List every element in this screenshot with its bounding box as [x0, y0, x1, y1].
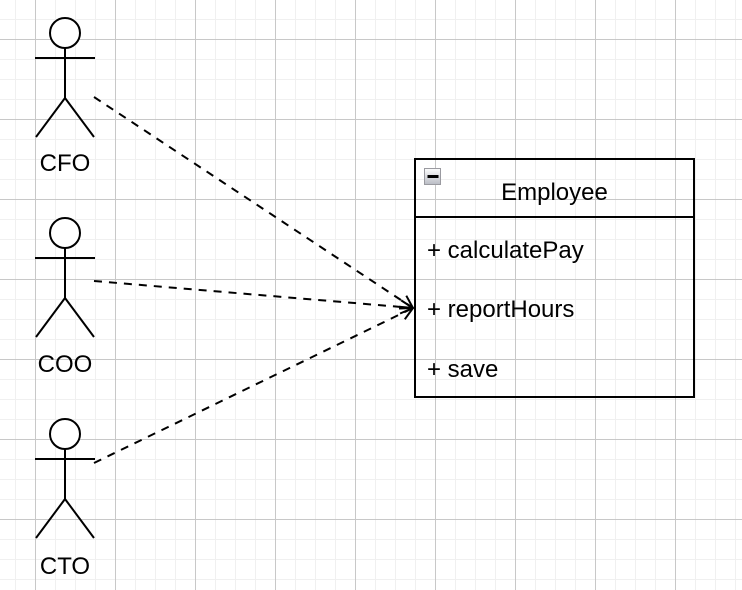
actor-body: [35, 48, 95, 138]
actor-label: CTO: [40, 553, 90, 580]
class-method: + save: [427, 356, 498, 383]
class-title: Employee: [501, 179, 608, 206]
actor-body: [35, 248, 95, 338]
dependency-edge-cfo-employee[interactable]: [93, 96, 414, 309]
class-employee[interactable]: Employee + calculatePay + reportHours + …: [414, 158, 695, 398]
actor-body: [35, 449, 95, 539]
dependency-edge-coo-employee[interactable]: [93, 280, 414, 315]
class-method: + calculatePay: [427, 237, 584, 264]
actor-label: CFO: [40, 150, 91, 177]
minus-icon: [427, 175, 439, 178]
edge-line[interactable]: [93, 96, 414, 309]
class-method: + reportHours: [427, 296, 574, 323]
edge-line[interactable]: [93, 280, 414, 309]
actor-head: [49, 418, 81, 450]
class-outline[interactable]: [414, 158, 695, 398]
dependency-edge-cto-employee[interactable]: [93, 307, 414, 464]
actor-coo[interactable]: COO: [35, 217, 95, 378]
collapse-button[interactable]: [424, 168, 441, 185]
actor-head: [49, 217, 81, 249]
actor-head: [49, 17, 81, 49]
actor-cfo[interactable]: CFO: [35, 17, 95, 177]
actor-cto[interactable]: CTO: [35, 418, 95, 580]
edge-line[interactable]: [93, 307, 414, 464]
actor-label: COO: [38, 351, 93, 378]
open-arrowhead-icon: [398, 307, 414, 320]
